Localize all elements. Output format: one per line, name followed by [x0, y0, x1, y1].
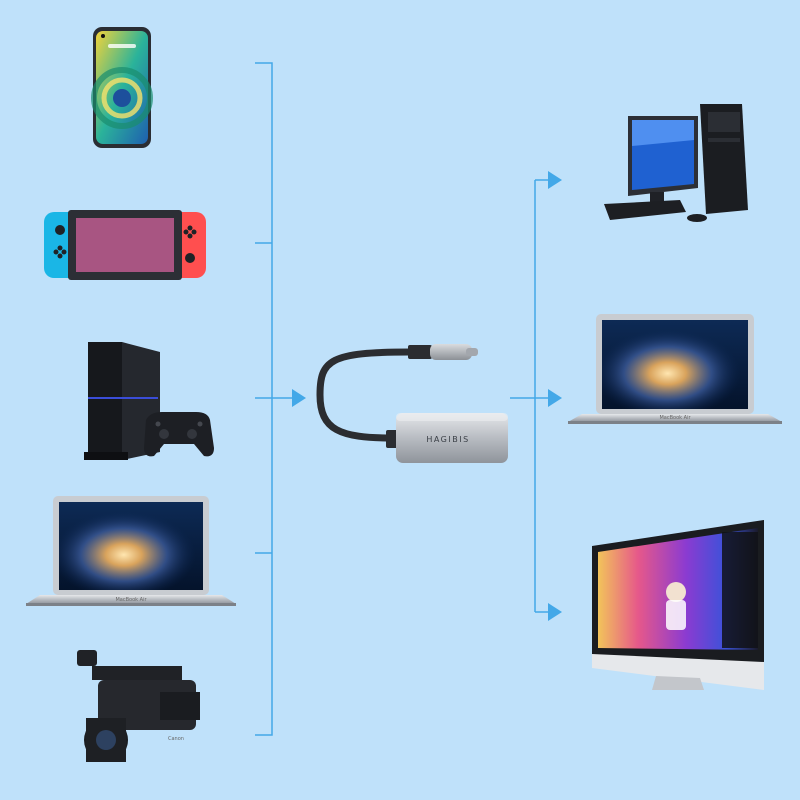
all-in-one-monitor-icon [592, 520, 764, 690]
adapter-body [396, 413, 508, 463]
connector-lines [255, 62, 562, 736]
display-arrow-icon [548, 389, 562, 407]
usb-c-plug-icon [430, 344, 472, 360]
source-bracket [255, 62, 273, 736]
adapter-brand-label: HAGIBIS [426, 435, 469, 444]
game-console-icon [84, 342, 214, 460]
smartphone-icon [91, 27, 153, 148]
display-arrow-icon [548, 603, 562, 621]
display-laptop-icon: MacBook Air [568, 314, 782, 424]
display-laptop-brand-label: MacBook Air [659, 415, 691, 421]
source-arrow-icon [292, 389, 306, 407]
adapter-cable [316, 348, 414, 442]
handheld-console-icon [44, 210, 206, 280]
laptop-icon: MacBook Air [26, 496, 236, 606]
camcorder-brand-label: Canon [168, 736, 184, 742]
camcorder-icon: Canon [77, 650, 200, 762]
usb-c-adapter: HAGIBIS [316, 344, 508, 463]
laptop-brand-label: MacBook Air [115, 597, 147, 603]
desktop-computer-icon [604, 104, 748, 222]
display-arrow-icon [548, 171, 562, 189]
